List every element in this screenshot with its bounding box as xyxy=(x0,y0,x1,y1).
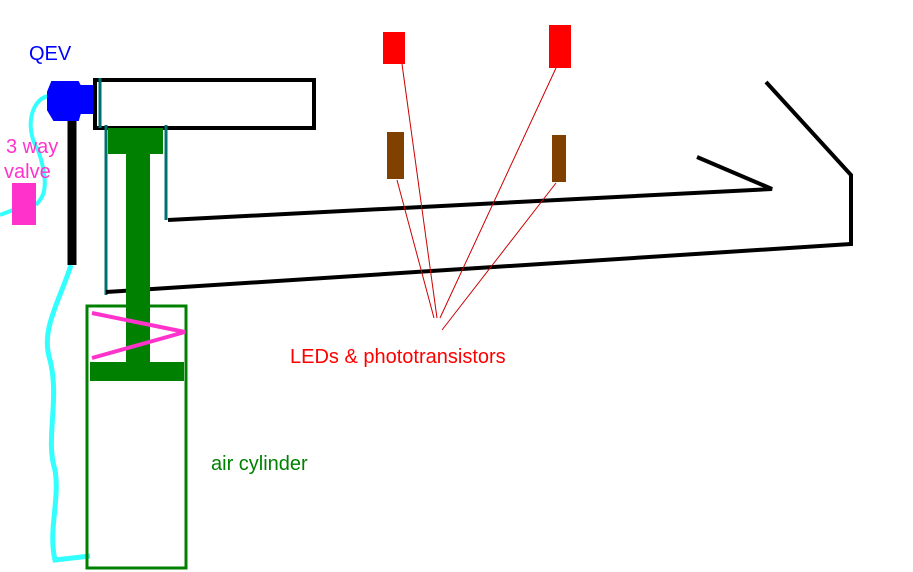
piston-head xyxy=(90,362,184,381)
phototransistor-left-icon xyxy=(387,132,404,179)
led-right-icon xyxy=(549,25,571,68)
valve-inlet-hose xyxy=(0,208,14,217)
three-way-valve-label-line1: 3 way xyxy=(6,136,58,158)
valve-hose xyxy=(28,94,49,207)
three-way-valve-label-line2: valve xyxy=(4,161,51,183)
pointer-line xyxy=(401,63,438,319)
chute-lower-line xyxy=(105,80,853,294)
piston-rod xyxy=(126,150,150,366)
air-cylinder-label: air cylinder xyxy=(211,453,308,475)
pointer-lines xyxy=(396,63,557,331)
air-hose xyxy=(44,264,91,563)
qev-label: QEV xyxy=(29,43,72,65)
spring-icon xyxy=(91,311,186,360)
pointer-line xyxy=(396,179,435,319)
phototransistor-right-icon xyxy=(552,135,566,182)
top-arm-box xyxy=(93,78,316,130)
led-left-icon xyxy=(383,32,405,64)
pointer-line xyxy=(439,67,557,319)
chute-upper-line xyxy=(167,155,773,222)
three-way-valve-icon xyxy=(12,183,36,225)
leds-phototransistors-label: LEDs & phototransistors xyxy=(290,346,506,368)
piston-top-plate xyxy=(108,128,163,154)
qev-icon xyxy=(47,81,93,121)
pointer-line xyxy=(441,182,557,331)
